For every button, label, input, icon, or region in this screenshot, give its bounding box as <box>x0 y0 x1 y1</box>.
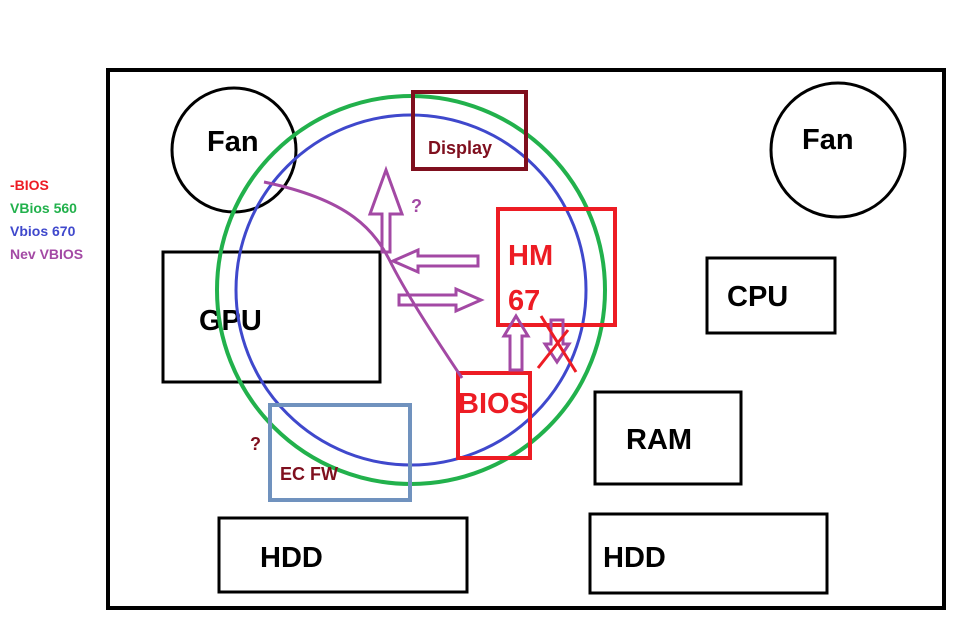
board-outline <box>106 68 946 610</box>
ec-fw-label: EC FW <box>280 464 338 484</box>
ram-box <box>593 390 743 486</box>
question-mark-top: ? <box>411 196 422 216</box>
arrow-up-purple <box>367 165 405 254</box>
ram-label: RAM <box>626 424 692 456</box>
legend-item-vbios-670: Vbios 670 <box>10 223 76 239</box>
question-mark-ec: ? <box>250 434 261 454</box>
hdd-left-label: HDD <box>260 542 323 574</box>
arrow-left-purple <box>389 247 480 275</box>
hm67-label-line1: HM <box>508 240 553 272</box>
display-box <box>411 90 528 171</box>
display-label: Display <box>428 138 492 158</box>
fan-right-label: Fan <box>802 124 854 156</box>
cross-line-2 <box>536 329 570 369</box>
hdd-left-box <box>217 516 469 594</box>
nev-vbios-curve <box>263 180 464 379</box>
cpu-box <box>705 256 837 335</box>
hm67-box <box>496 207 617 327</box>
hdd-right-label: HDD <box>603 542 666 574</box>
gpu-label: GPU <box>199 305 262 337</box>
gpu-box <box>161 250 382 384</box>
arrow-right-purple <box>397 286 485 314</box>
legend: -BIOS VBios 560 Vbios 670 Nev VBIOS <box>10 177 83 262</box>
legend-item-vbios-560: VBios 560 <box>10 200 77 216</box>
fan-left-label: Fan <box>207 126 259 158</box>
legend-item-bios: -BIOS <box>10 177 49 193</box>
hdd-right-box <box>588 512 829 595</box>
arrow-up-bios-to-hm67 <box>501 313 531 372</box>
hm67-label-line2: 67 <box>508 285 540 317</box>
cpu-label: CPU <box>727 281 788 313</box>
bios-label: BIOS <box>458 388 529 420</box>
fan-right-circle <box>769 81 907 219</box>
legend-item-nev-vbios: Nev VBIOS <box>10 246 83 262</box>
ec-fw-box <box>268 403 412 502</box>
bios-box <box>456 371 532 460</box>
